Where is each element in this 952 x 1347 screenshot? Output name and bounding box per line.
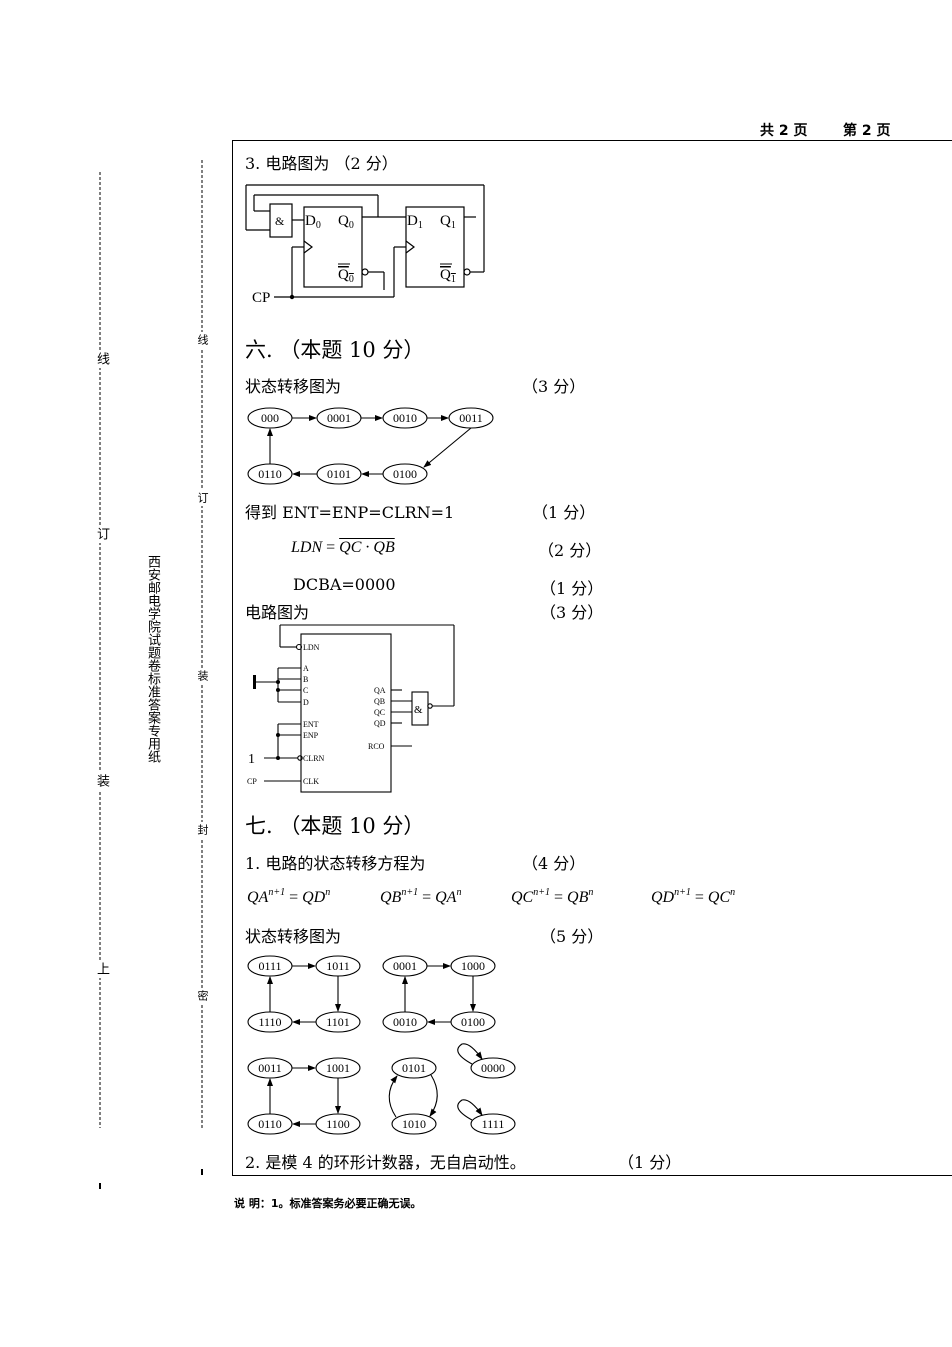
clock-label: CP [252, 290, 270, 306]
q6-state-node: 0100 [393, 467, 417, 481]
pin-d: D [303, 698, 309, 707]
pin-c: C [303, 686, 308, 695]
q7-state-node: 1001 [326, 1061, 350, 1075]
logic-one-label: 1 [248, 752, 255, 767]
page-count: 共 2 页 [760, 123, 808, 139]
page-number: 第 2 页 [843, 123, 891, 139]
q6-state-node: 000 [261, 411, 279, 425]
pin-qa: QA [374, 686, 386, 695]
q6-dcba-line: DCBA=0000 [293, 575, 396, 594]
q6-state-node: 0011 [459, 411, 483, 425]
q6-circuit-points: （3 分） [540, 603, 604, 622]
counter-circuit: LDN A B C D ENT ENP CLRN CLK QA QB QC QD… [247, 624, 455, 793]
q6-state-label: 状态转移图为 [245, 377, 342, 396]
q7-state-node: 1010 [402, 1117, 426, 1131]
q7-line1: 1. 电路的状态转移方程为 [245, 854, 426, 873]
part3-title: 3. 电路图为 （2 分） [245, 154, 398, 173]
q7-state-node: 0111 [258, 959, 281, 973]
pin-clrn: CLRN [303, 754, 325, 763]
answer-frame [232, 140, 952, 1176]
q6-state-node: 0101 [327, 467, 351, 481]
q7-title: 七. （本题 10 分） [245, 814, 425, 838]
q7-state-diagram: 0111 1011 1101 1110 0001 1000 0100 0010 … [247, 955, 516, 1135]
q6-ent-points: （1 分） [532, 503, 596, 522]
outer-label-ding: 订 [92, 525, 111, 543]
ff0-d-label: D0 [305, 213, 321, 231]
q7-state-node: 0010 [393, 1015, 417, 1029]
outer-label-shang: 上 [92, 960, 111, 978]
outer-label-xian: 线 [92, 350, 111, 368]
q7-points1: （4 分） [522, 854, 586, 873]
ff1-q-label: Q1 [440, 213, 456, 231]
q7-state-node: 1110 [258, 1015, 281, 1029]
q6-circuit-label: 电路图为 [245, 603, 310, 622]
ff1-d-label: D1 [407, 213, 423, 231]
footer-note: 说 明：1。标准答案务必要正确无误。 [234, 1197, 422, 1210]
q6-dcba-points: （1 分） [540, 579, 604, 598]
q7-eq-qb: QBn+1 = QAn [380, 887, 462, 906]
q6-state-diagram: 000 0001 0010 0011 0110 0101 0100 [247, 407, 494, 485]
q7-points2: （1 分） [618, 1153, 682, 1172]
q7-state-node: 1101 [326, 1015, 350, 1029]
pin-qb: QB [374, 697, 385, 706]
q7-eq-qc: QCn+1 = QBn [511, 887, 594, 906]
q6-state-points: （3 分） [522, 377, 586, 396]
q6-ldn-equation: LDN = QC · QB [291, 539, 395, 556]
q7-line2: 2. 是模 4 的环形计数器，无自启动性。 [245, 1153, 526, 1172]
inner-label-ding: 订 [194, 490, 210, 506]
pin-qc: QC [374, 708, 385, 717]
q6-state-node: 0010 [393, 411, 417, 425]
inner-label-mi: 密 [194, 988, 210, 1004]
q6-state-node: 0110 [258, 467, 282, 481]
q7-state-node: 1011 [326, 959, 350, 973]
q6-ent-line: 得到 ENT=ENP=CLRN=1 [245, 503, 455, 522]
q7-state-node: 1100 [326, 1117, 350, 1131]
q7-state-node: 1000 [461, 959, 485, 973]
q6-state-node: 0001 [327, 411, 351, 425]
pin-ent: ENT [303, 720, 319, 729]
inner-label-zhuang: 装 [194, 668, 210, 684]
inner-label-feng: 封 [194, 822, 210, 838]
nand-gate-symbol: & [414, 704, 423, 716]
q7-eq-qa: QAn+1 = QDn [247, 887, 331, 906]
pin-a: A [303, 664, 309, 673]
q7-state-points: （5 分） [540, 927, 604, 946]
pin-clk: CLK [303, 777, 319, 786]
pin-b: B [303, 675, 308, 684]
q6-title: 六. （本题 10 分） [245, 338, 425, 362]
q7-state-node: 0011 [258, 1061, 282, 1075]
q6-ldn-points: （2 分） [538, 541, 602, 560]
q7-state-node: 0001 [393, 959, 417, 973]
pin-ldn: LDN [303, 643, 320, 652]
inner-label-xian: 线 [194, 332, 210, 348]
q7-state-label: 状态转移图为 [245, 927, 342, 946]
pin-qd: QD [374, 719, 386, 728]
q7-state-node: 1111 [482, 1117, 505, 1131]
and-gate-symbol: & [275, 214, 285, 228]
ff0-q-label: Q0 [338, 213, 354, 231]
ff1-qbar-label: Q1 [440, 267, 456, 285]
q7-state-node: 0110 [258, 1117, 282, 1131]
dff-circuit: & D0 Q0 Q0 D1 Q1 Q1 CP [245, 184, 485, 306]
q7-state-node: 0100 [461, 1015, 485, 1029]
q7-eq-qd: QDn+1 = QCn [651, 887, 736, 906]
pin-enp: ENP [303, 731, 319, 740]
q7-state-node: 0000 [481, 1061, 505, 1075]
school-note: 西安邮电学院试题卷标准答案专用纸 [145, 555, 160, 763]
ff0-qbar-label: Q0 [338, 267, 354, 285]
pin-rco: RCO [368, 742, 385, 751]
q7-state-node: 0101 [402, 1061, 426, 1075]
cp-label: CP [247, 777, 257, 786]
outer-label-zhuang: 装 [92, 772, 111, 790]
